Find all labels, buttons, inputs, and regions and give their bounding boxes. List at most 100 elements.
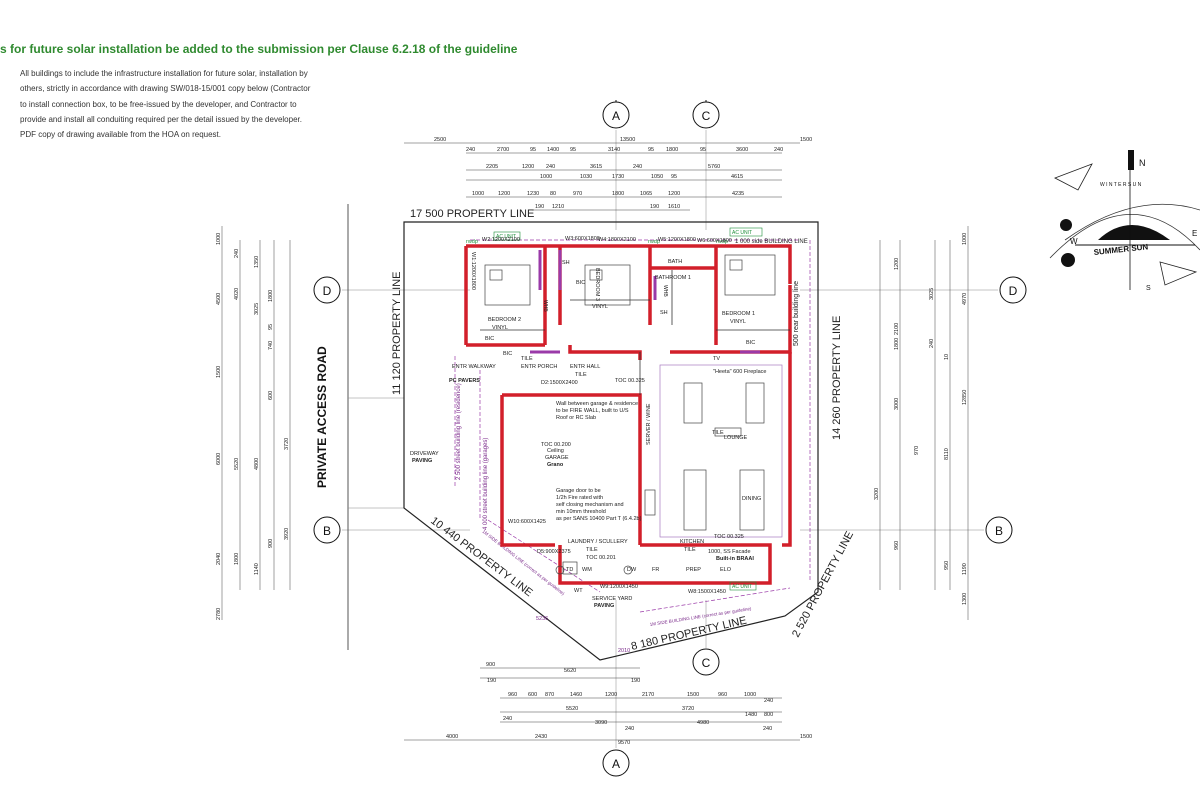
dim-label: 2205 (486, 164, 498, 170)
building-lines (454, 239, 811, 613)
dim-label: 2780 (216, 608, 222, 620)
dim-label: 870 (545, 692, 554, 698)
room-labels: BEDROOM 2 VINYL BEDROOM 3 VINYL BEDROOM … (410, 259, 766, 609)
window-label: W9:1200X1450 (600, 584, 638, 590)
level-label: TOC 00.201 (586, 555, 616, 561)
room-label-bath: BATH (668, 259, 682, 265)
ac-unit: AC UNIT (732, 230, 752, 236)
dim-label: 5236 (536, 616, 548, 622)
room-label-service-yard: SERVICE YARD (592, 596, 632, 602)
dim-label: 1230 (527, 191, 539, 197)
fire-wall-note: Wall between garage & residence (556, 401, 638, 407)
fire-wall-note: to be FIRE WALL, built to U/S (556, 408, 629, 414)
dim-label: 1800 (268, 290, 274, 302)
dim-label: 900 (268, 539, 274, 548)
note-line: PDF copy of drawing available from the H… (20, 130, 221, 140)
living-zone-outline (659, 364, 783, 538)
dim-label: 600 (528, 692, 537, 698)
dim-label: 1200 (498, 191, 510, 197)
fixture-whb: WHB (542, 300, 548, 312)
dim-label: 1200 (668, 191, 680, 197)
appliance-label: "Heeta" 600 Fireplace (713, 369, 766, 375)
dim-label: 240 (503, 716, 512, 722)
dim-label: 1730 (612, 174, 624, 180)
dim-label: 970 (573, 191, 582, 197)
room-label-garage: GARAGE (545, 455, 569, 461)
dim-label: 740 (268, 341, 274, 350)
grid-label-a: A (612, 109, 620, 123)
dim-label: 2430 (535, 734, 547, 740)
note-line: to install connection box, to be free-is… (20, 99, 297, 109)
dim-label: 3025 (929, 288, 935, 300)
purple-walls (530, 250, 760, 354)
solar-notes: All buildings to include the infrastruct… (20, 66, 340, 142)
dim-label: 3200 (874, 488, 880, 500)
room-label-bic: BIC (485, 336, 494, 342)
garage-door-note: Garage door to be (556, 488, 601, 494)
fixture-elo: ELO (720, 567, 732, 573)
dim-label: 4980 (697, 720, 709, 726)
building-line-label: 500 rear building line (793, 281, 800, 346)
floor-finish: PAVING (594, 603, 614, 609)
dim-label: 95 (700, 147, 706, 153)
dim-label: 4020 (234, 288, 240, 300)
note-line: All buildings to include the infrastruct… (20, 69, 308, 78)
dim-label: 1800 (894, 338, 900, 350)
room-label-laundry: LAUNDRY / SCULLERY (568, 539, 628, 545)
appliance-label: 1000, SS Facade (708, 549, 751, 555)
dim-label: 3090 (595, 720, 607, 726)
dim-label: 1800 (666, 147, 678, 153)
dim-label: 960 (718, 692, 727, 698)
room-label-driveway: DRIVEWAY (410, 451, 439, 457)
compass-north: N (1139, 158, 1146, 168)
dim-label: 1800 (234, 553, 240, 565)
dim-label: 190 (487, 678, 496, 684)
top-dimensions: 2500 13500 1500 240 2700 95 1400 95 3140… (404, 137, 812, 211)
dim-label: 95 (671, 174, 677, 180)
sun-path-diagram: N E W S W I N T E R S U N SUMMER SUN (1049, 150, 1200, 292)
fixture-wt: WT (574, 588, 583, 594)
room-label-bathroom: BATHROOM 1 (655, 275, 691, 281)
dim-label: 1000 (744, 692, 756, 698)
dim-label: 1000 (472, 191, 484, 197)
room-label-bic: BIC (746, 340, 755, 346)
interior-walls (480, 270, 790, 395)
dim-label: 3140 (608, 147, 620, 153)
dim-label: 3720 (682, 706, 694, 712)
fixtures: TD WM DW FR PREP ELO WT BIC WHB WHB rwdp… (466, 227, 763, 594)
dim-label: 190 (631, 678, 640, 684)
summer-sun-icon (1061, 253, 1075, 267)
dim-label: 800 (764, 712, 773, 718)
dim-label: 3025 (254, 303, 260, 315)
grid-marker-b-left (313, 516, 341, 544)
appliance-label: Built-in BRAAI (716, 556, 754, 562)
floor-finish: VINYL (492, 325, 508, 331)
dim-label: 5520 (566, 706, 578, 712)
dim-label: 1200 (522, 164, 534, 170)
dim-label: 240 (466, 147, 475, 153)
dim-label: 1300 (962, 593, 968, 605)
floor-finish: TILE (712, 430, 724, 436)
door-label: D2:1500X2400 (541, 380, 578, 386)
dim-label: 4500 (216, 293, 222, 305)
compass-west: W (1070, 237, 1078, 246)
furniture (484, 254, 776, 575)
dim-label: 1050 (651, 174, 663, 180)
fixture-rwdp: rwdp (648, 239, 660, 245)
dim-label: 6000 (216, 453, 222, 465)
appliance-label: TV (713, 356, 720, 362)
grid-marker-d-left (313, 276, 341, 304)
room-label-bedroom1: BEDROOM 1 (722, 311, 755, 317)
dim-label: 3920 (284, 528, 290, 540)
dim-label: 240 (929, 339, 935, 348)
room-label-sh: SH (660, 310, 668, 316)
bottom-dimensions: 900 5620 190 190 960 600 870 1460 1200 2… (404, 662, 812, 746)
dim-label: 1500 (800, 734, 812, 740)
dim-label: 2170 (642, 692, 654, 698)
dim-label: 240 (764, 698, 773, 704)
dim-label: 1800 (612, 191, 624, 197)
floor-finish: TILE (586, 547, 598, 553)
dim-label: 4970 (962, 293, 968, 305)
garage-door-note: min 10mm threshold (556, 509, 606, 515)
